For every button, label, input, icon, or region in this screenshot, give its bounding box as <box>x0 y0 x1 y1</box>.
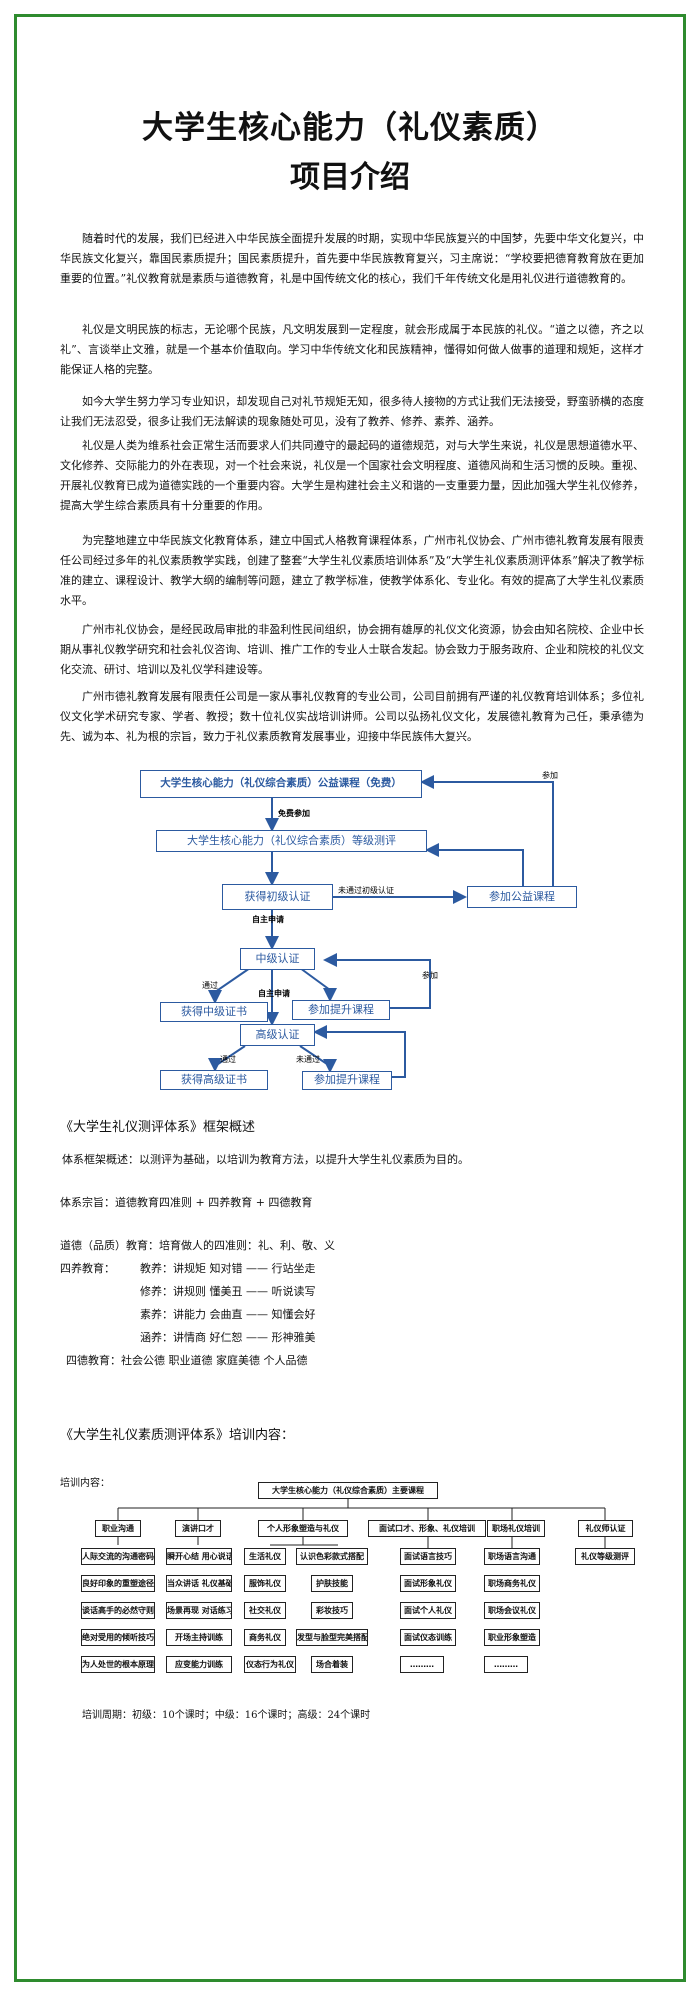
four-item: 教养：讲规矩 知对错 —— 行站坐走 <box>140 1262 316 1275</box>
intro-paragraph-6: 广州市礼仪协会，是经民政局审批的非盈利性民间组织，协会拥有雄厚的礼仪文化资源，协… <box>60 623 644 676</box>
training-item: 仪态行为礼仪 <box>244 1656 296 1673</box>
four-item: 涵养：讲情商 好仁恕 —— 形神雅美 <box>140 1331 316 1344</box>
four-item: 修养：讲规则 懂美丑 —— 听说读写 <box>140 1285 316 1298</box>
not-pass-label: 未通过 <box>296 1055 320 1064</box>
high-cert-box: 高级认证 <box>240 1024 315 1046</box>
training-root-box: 大学生核心能力（礼仪综合素质）主要课程 <box>258 1482 438 1499</box>
four-cultivation-label: 四养教育： <box>60 1262 115 1275</box>
training-item: 为人处世的根本原理 <box>81 1656 155 1673</box>
four-virtue-education: 四德教育：社会公德 职业道德 家庭美德 个人品德 <box>66 1354 308 1367</box>
training-item: 社交礼仪 <box>244 1602 286 1619</box>
training-item: 职场语言沟通 <box>484 1548 540 1565</box>
training-item: 生活礼仪 <box>244 1548 286 1565</box>
training-item: 场景再现 对话练习 <box>166 1602 232 1619</box>
high-certificate-box: 获得高级证书 <box>160 1070 268 1090</box>
intro-paragraph-7: 广州市德礼教育发展有限责任公司是一家从事礼仪教育的专业公司，公司目前拥有严谨的礼… <box>60 690 644 743</box>
training-item: 应变能力训练 <box>166 1656 232 1673</box>
intro-paragraph-1: 随着时代的发展，我们已经进入中华民族全面提升发展的时期，实现中华民族复兴的中国梦… <box>60 232 644 285</box>
framework-tenet: 体系宗旨：道德教育四准则 + 四养教育 + 四德教育 <box>60 1196 313 1209</box>
pass-label-1: 通过 <box>202 981 218 990</box>
training-period: 培训周期：初级：10个课时；中级：16个课时；高级：24个课时 <box>82 1710 371 1721</box>
training-item: 瞬开心结 用心说话 <box>166 1548 232 1565</box>
intro-paragraph-4: 礼仪是人类为维系社会正常生活而要求人们共同遵守的最起码的道德规范，对与大学生来说… <box>60 439 644 512</box>
training-item: 绝对受用的倾听技巧 <box>81 1629 155 1646</box>
training-item: 礼仪等级测评 <box>575 1548 635 1565</box>
join-label-2: 参加 <box>422 971 438 980</box>
training-item: 发型与脸型完美搭配 <box>296 1629 368 1646</box>
training-item: 开场主持训练 <box>166 1629 232 1646</box>
public-course-join-box: 参加公益课程 <box>467 886 577 908</box>
col-head-speech: 演讲口才 <box>175 1520 221 1537</box>
training-item: 面试仪态训练 <box>400 1629 456 1646</box>
training-item: 谈话高手的必然守则 <box>81 1602 155 1619</box>
moral-education: 道德（品质）教育：培育做人的四准则：礼、利、敬、义 <box>60 1239 335 1252</box>
training-item: 面试个人礼仪 <box>400 1602 456 1619</box>
training-item: 面试语言技巧 <box>400 1548 456 1565</box>
certification-flowchart: 大学生核心能力（礼仪综合素质）公益课程（免费） 免费参加 参加 大学生核心能力（… <box>140 770 580 1090</box>
public-course-box: 大学生核心能力（礼仪综合素质）公益课程（免费） <box>140 770 422 798</box>
pass-label-2: 通过 <box>220 1055 236 1064</box>
improve-course-box-1: 参加提升课程 <box>292 1000 390 1020</box>
training-item: 职场商务礼仪 <box>484 1575 540 1592</box>
mid-cert-box: 中级认证 <box>240 948 315 970</box>
training-title: 《大学生礼仪素质测评体系》培训内容： <box>60 1428 295 1443</box>
col-head-interview: 面试口才、形象、礼仪培训 <box>368 1520 486 1537</box>
training-item: 职场会议礼仪 <box>484 1602 540 1619</box>
primary-cert-box: 获得初级认证 <box>222 884 333 910</box>
intro-paragraph-2: 礼仪是文明民族的标志，无论哪个民族，凡文明发展到一定程度，就会形成属于本民族的礼… <box>60 323 644 376</box>
training-item: 彩妆技巧 <box>311 1602 353 1619</box>
framework-overview: 体系框架概述：以测评为基础，以培训为教育方法，以提升大学生礼仪素质为目的。 <box>62 1153 469 1166</box>
training-item: 人际交流的沟通密码 <box>81 1548 155 1565</box>
page-subtitle: 项目介绍 <box>290 160 410 195</box>
training-item: 商务礼仪 <box>244 1629 286 1646</box>
free-join-label: 免费参加 <box>278 809 310 818</box>
training-item: 服饰礼仪 <box>244 1575 286 1592</box>
training-item: 良好印象的重塑途径 <box>81 1575 155 1592</box>
training-item: 当众讲话 礼仪基础 <box>166 1575 232 1592</box>
col-head-communication: 职业沟通 <box>95 1520 141 1537</box>
training-item: ……… <box>484 1656 528 1673</box>
not-pass-primary-label: 未通过初级认证 <box>338 886 394 895</box>
col-head-workplace: 职场礼仪培训 <box>487 1520 545 1537</box>
training-item: 职业形象塑造 <box>484 1629 540 1646</box>
join-label: 参加 <box>542 771 558 780</box>
training-item: 认识色彩款式搭配 <box>296 1548 368 1565</box>
four-item: 素养：讲能力 会曲直 —— 知懂会好 <box>140 1308 316 1321</box>
col-head-image: 个人形象塑造与礼仪 <box>258 1520 348 1537</box>
training-item: 场合着装 <box>311 1656 353 1673</box>
mid-certificate-box: 获得中级证书 <box>160 1002 268 1022</box>
training-item: 护肤技能 <box>311 1575 353 1592</box>
training-content-label: 培训内容： <box>60 1478 110 1489</box>
page-title: 大学生核心能力（礼仪素质） <box>142 110 558 146</box>
intro-paragraph-3: 如今大学生努力学习专业知识，却发现自己对礼节规矩无知，很多待人接物的方式让我们无… <box>60 395 644 428</box>
level-assessment-box: 大学生核心能力（礼仪综合素质）等级测评 <box>156 830 427 852</box>
training-item: 面试形象礼仪 <box>400 1575 456 1592</box>
page-border <box>14 14 686 1982</box>
self-apply-label-1: 自主申请 <box>252 915 284 924</box>
framework-title: 《大学生礼仪测评体系》框架概述 <box>60 1120 256 1135</box>
flowchart-connectors <box>208 775 554 1078</box>
improve-course-box-2: 参加提升课程 <box>302 1071 392 1090</box>
self-apply-label-2: 自主申请 <box>258 989 290 998</box>
intro-paragraph-5: 为完整地建立中华民族文化教育体系，建立中国式人格教育课程体系，广州市礼仪协会、广… <box>60 534 644 607</box>
training-item: ……… <box>400 1656 444 1673</box>
col-head-certification: 礼仪师认证 <box>578 1520 633 1537</box>
